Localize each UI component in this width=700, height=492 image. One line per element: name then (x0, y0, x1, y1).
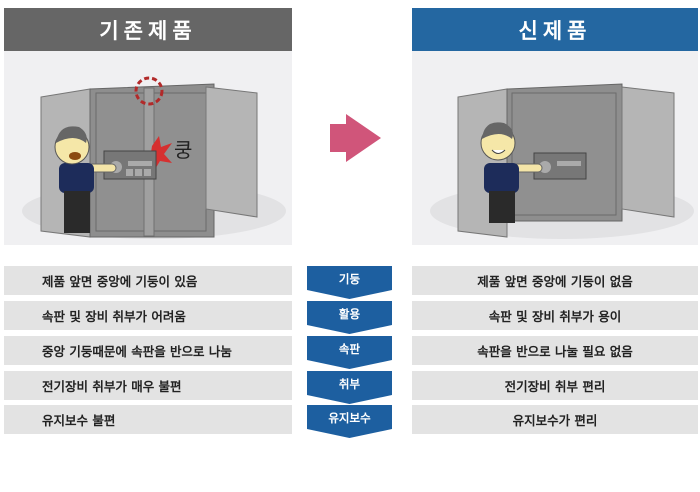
category-badge: 유지보수 (307, 405, 392, 438)
new-feature-row: 전기장비 취부 편리 (412, 371, 698, 400)
old-feature-row: 전기장비 취부가 매우 불편 (4, 371, 292, 400)
category-label: 속판 (338, 342, 361, 356)
category-badge: 활용 (307, 301, 392, 334)
category-badge: 속판 (307, 336, 392, 369)
new-feature-row: 속판 및 장비 취부가 용이 (412, 301, 698, 330)
category-badge: 취부 (307, 371, 392, 404)
old-feature-row: 제품 앞면 중앙에 기둥이 있음 (4, 266, 292, 295)
category-badge: 기둥 (307, 266, 392, 299)
new-product-illustration (412, 51, 698, 245)
new-product-header: 신제품 (412, 8, 698, 51)
new-feature-row: 속판을 반으로 나눌 필요 없음 (412, 336, 698, 365)
old-feature-row: 유지보수 불편 (4, 405, 292, 434)
new-feature-row: 제품 앞면 중앙에 기둥이 없음 (412, 266, 698, 295)
old-product-header: 기존제품 (4, 8, 292, 51)
category-label: 유지보수 (328, 411, 371, 425)
category-label: 취부 (338, 377, 361, 391)
impact-sound-text: 쿵 (174, 138, 192, 162)
old-feature-row: 중앙 기둥때문에 속판을 반으로 나눔 (4, 336, 292, 365)
arrow-right-icon (330, 114, 381, 162)
category-label: 기둥 (338, 272, 361, 286)
new-feature-row: 유지보수가 편리 (412, 405, 698, 434)
old-product-illustration: 쿵 (4, 51, 292, 245)
old-feature-row: 속판 및 장비 취부가 어려움 (4, 301, 292, 330)
category-label: 활용 (338, 307, 361, 321)
